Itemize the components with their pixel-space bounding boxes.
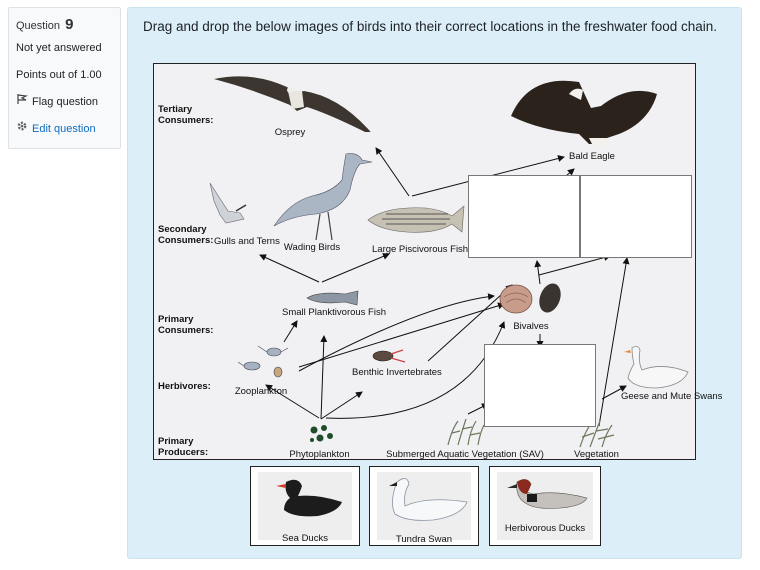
drop-zone-herbivore[interactable] — [484, 344, 596, 427]
geese-label: Geese and Mute Swans — [621, 391, 723, 402]
level-tertiary-consumers: Tertiary Consumers: — [158, 104, 214, 126]
zooplankton-label: Zooplankton — [234, 386, 288, 397]
question-points: Points out of 1.00 — [16, 69, 102, 81]
large-fish-image — [366, 202, 466, 238]
question-number: Question 9 — [16, 15, 113, 35]
level-primary-consumers: Primary Consumers: — [158, 314, 214, 336]
edit-question-link[interactable]: Edit question — [16, 116, 113, 143]
zooplankton-icon — [238, 345, 289, 378]
zooplankton-image — [238, 344, 290, 380]
sav-image — [444, 417, 486, 447]
food-chain-diagram: Tertiary Consumers: Osprey Bald Eagle Se… — [153, 63, 723, 460]
question-status: Not yet answered — [16, 42, 102, 54]
herbivorous-ducks-label: Herbivorous Ducks — [504, 523, 586, 534]
herbivorous-duck-icon — [507, 479, 588, 509]
flag-question-label: Flag question — [32, 96, 99, 108]
herbivorous-duck-image — [497, 472, 593, 540]
question-number-value: 9 — [65, 16, 74, 33]
striped-bass-icon — [367, 205, 465, 233]
gulls-label: Gulls and Terns — [214, 236, 280, 247]
small-fish-image — [305, 290, 360, 306]
osprey-icon — [214, 76, 371, 132]
edit-question-label: Edit question — [32, 123, 96, 135]
sav-plant-icon — [447, 418, 485, 446]
level-herbivores: Herbivores: — [158, 381, 211, 392]
bald-eagle-icon — [511, 80, 657, 146]
geese-image — [622, 342, 690, 390]
question-text: Drag and drop the below images of birds … — [143, 19, 718, 34]
sea-ducks-label: Sea Ducks — [282, 533, 328, 544]
large-fish-label: Large Piscivorous Fish — [372, 244, 469, 255]
tundra-swan-icon — [389, 478, 468, 521]
draggable-herbivorous-ducks[interactable]: Herbivorous Ducks — [489, 466, 601, 546]
sea-duck-icon — [276, 479, 342, 517]
osprey-label: Osprey — [274, 127, 306, 138]
bivalves-image — [498, 279, 568, 319]
benthic-image — [369, 344, 409, 366]
benthic-invertebrate-icon — [372, 349, 406, 363]
wading-birds-image — [272, 150, 374, 240]
heron-icon — [273, 153, 373, 240]
sea-duck-image — [258, 472, 352, 540]
bivalves-label: Bivalves — [513, 321, 549, 332]
phytoplankton-label: Phytoplankton — [289, 449, 350, 460]
small-fish-icon — [306, 290, 359, 306]
question-label: Question — [16, 20, 61, 32]
bald-eagle-label: Bald Eagle — [569, 151, 615, 162]
sav-label: Submerged Aquatic Vegetation (SAV) — [386, 449, 544, 460]
tundra-swan-label: Tundra Swan — [395, 534, 453, 545]
osprey-image — [212, 67, 377, 132]
phytoplankton-icon — [310, 425, 333, 442]
bald-eagle-image — [509, 72, 659, 147]
tundra-swan-image — [377, 472, 471, 540]
question-content: Drag and drop the below images of birds … — [127, 7, 742, 559]
flag-icon — [16, 89, 29, 116]
question-info-panel: Question 9 Not yet answered Points out o… — [8, 7, 121, 149]
goose-icon — [624, 346, 689, 389]
draggable-sea-ducks[interactable]: Sea Ducks — [250, 466, 360, 546]
wading-birds-label: Wading Birds — [283, 242, 341, 253]
phytoplankton-image — [306, 422, 338, 446]
small-fish-label: Small Planktivorous Fish — [282, 307, 387, 318]
bivalve-icon — [499, 283, 561, 314]
drop-zone-secondary-2[interactable] — [580, 175, 692, 258]
level-primary-producers: Primary Producers: — [158, 436, 209, 458]
vegetation-label: Vegetation — [574, 449, 619, 460]
gulls-image — [206, 181, 248, 233]
benthic-label: Benthic Invertebrates — [352, 367, 442, 378]
gear-icon — [16, 116, 28, 143]
level-secondary-consumers: Secondary Consumers: — [158, 224, 214, 246]
drop-zone-secondary-1[interactable] — [468, 175, 580, 258]
gull-icon — [209, 182, 247, 224]
flag-question-link[interactable]: Flag question — [16, 89, 113, 116]
draggable-tundra-swan[interactable]: Tundra Swan — [369, 466, 479, 546]
